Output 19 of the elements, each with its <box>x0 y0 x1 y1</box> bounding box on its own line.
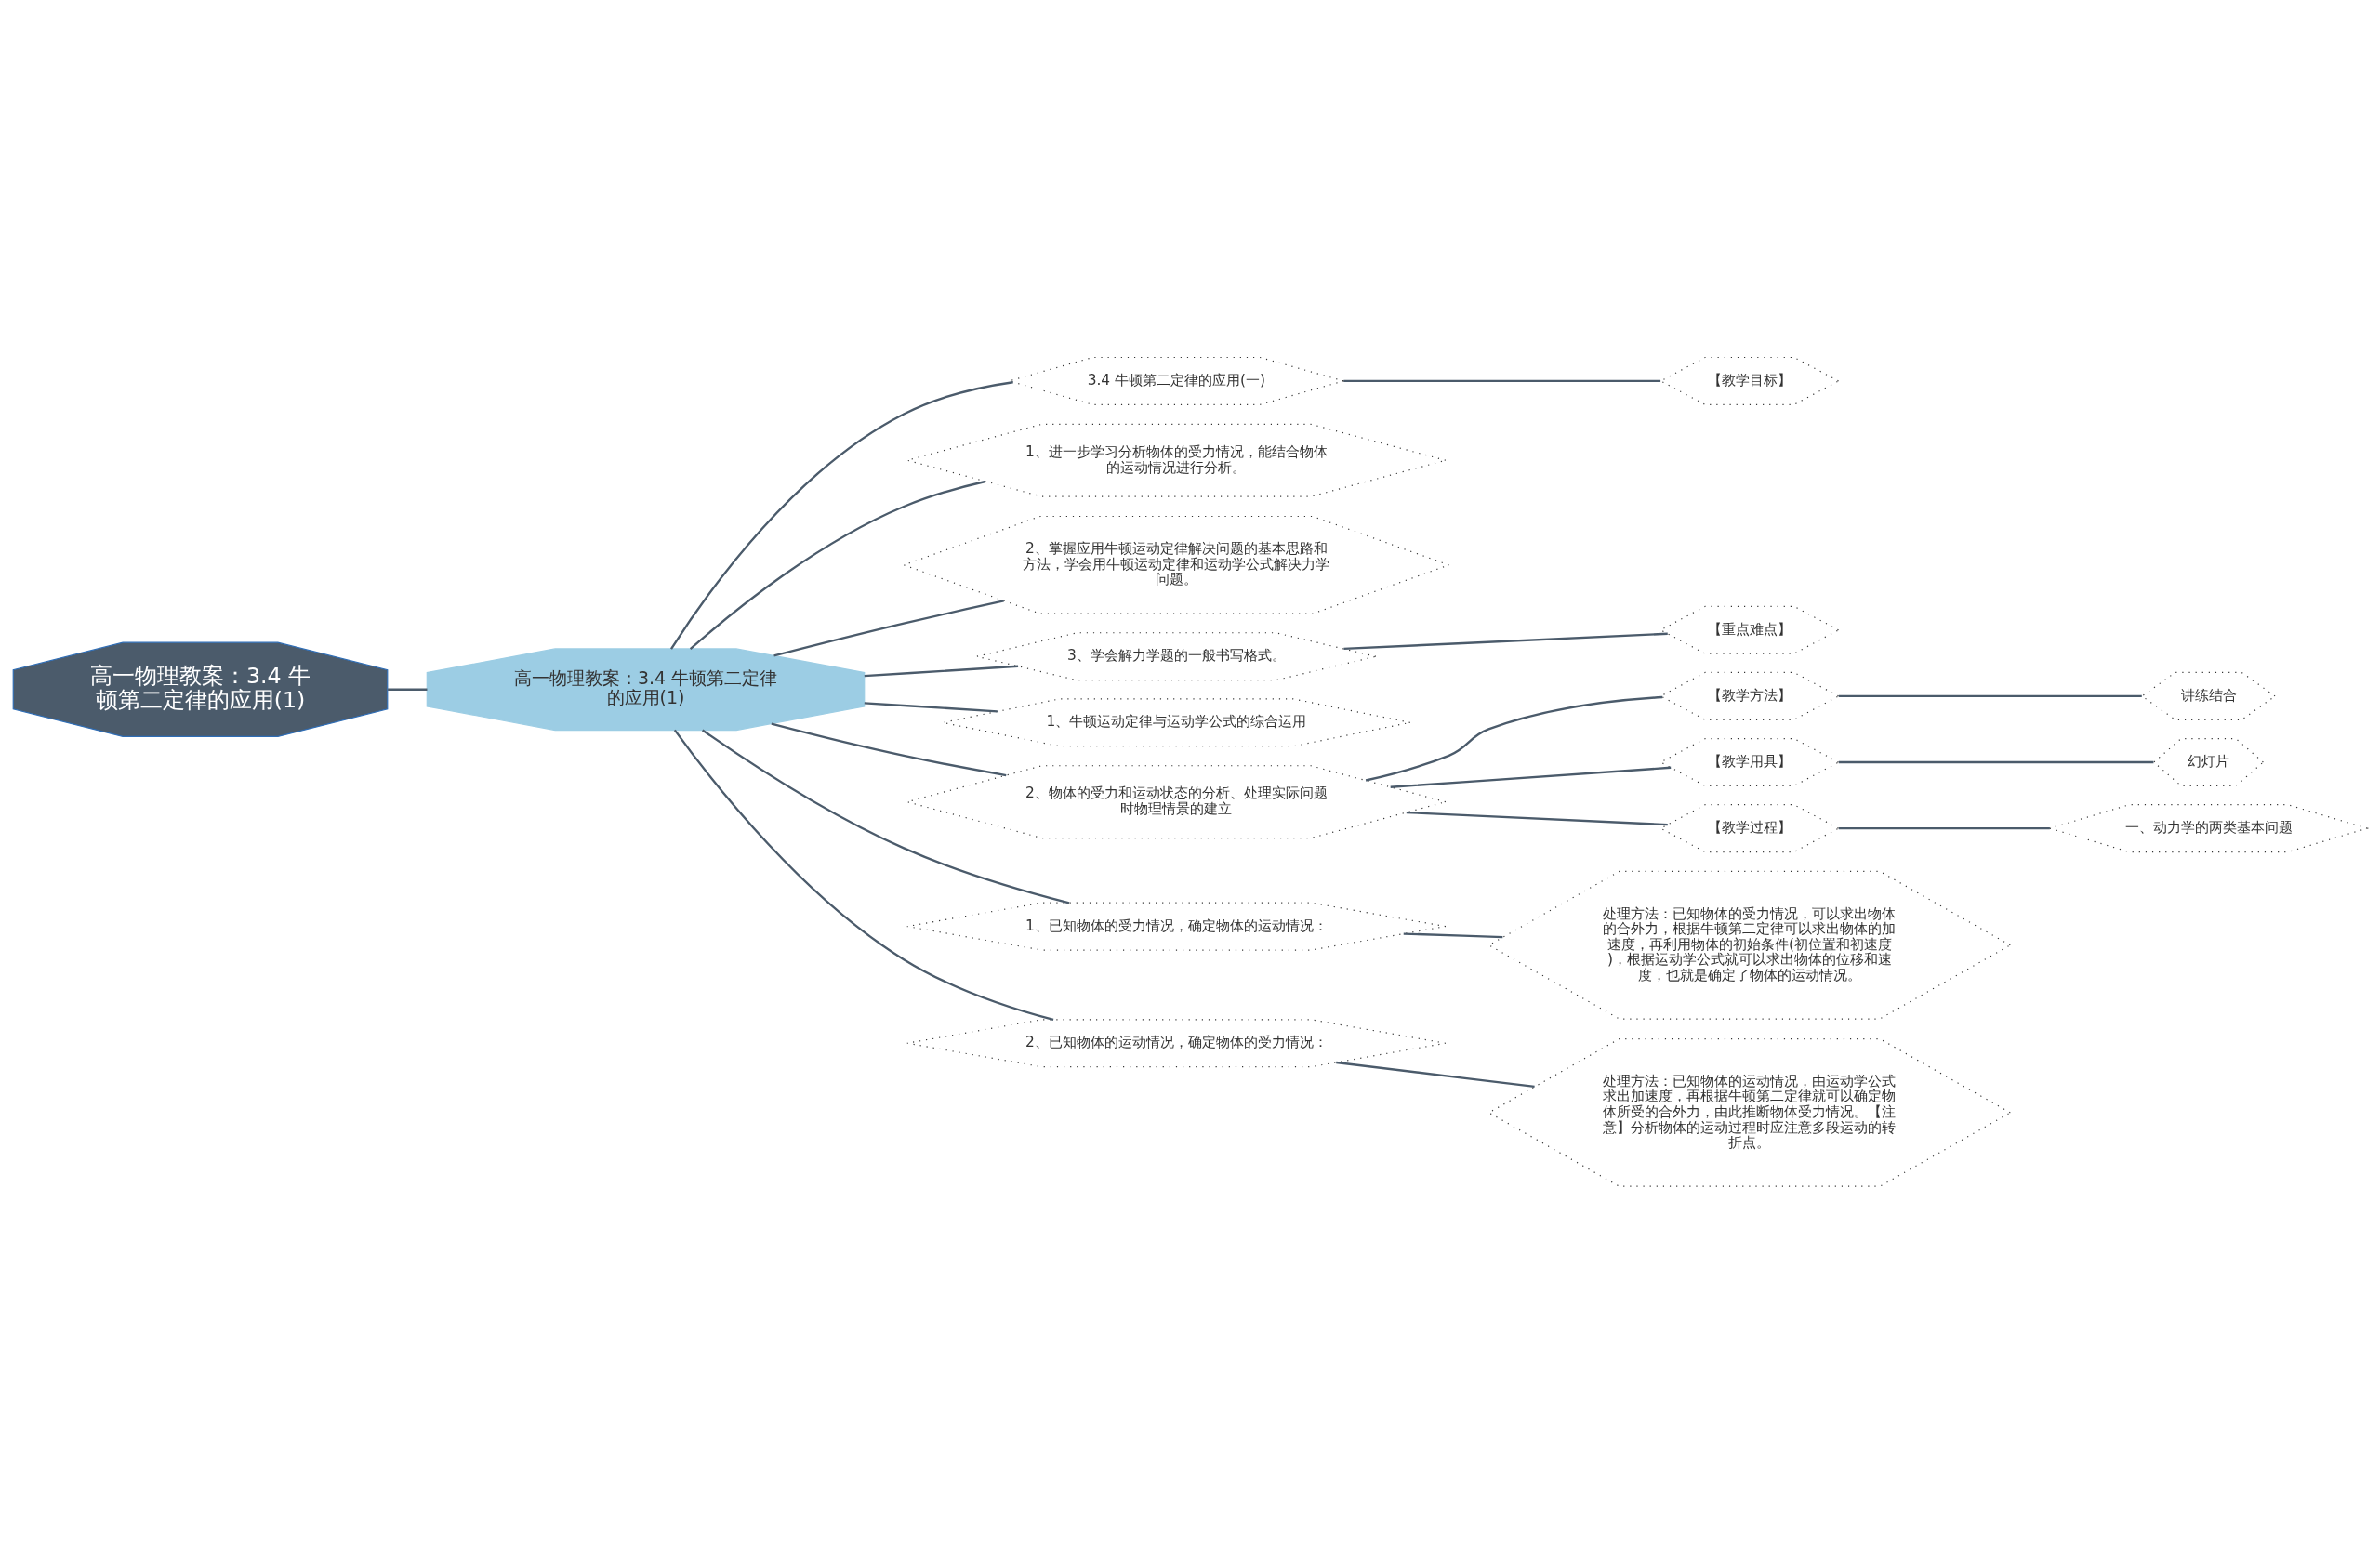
connector <box>1406 811 1668 826</box>
connector <box>1838 760 2154 764</box>
connector <box>1838 826 2050 830</box>
connector <box>670 381 1013 650</box>
connector <box>1838 694 2142 698</box>
connector <box>1390 766 1672 788</box>
connector <box>689 480 986 651</box>
connector <box>1343 379 1661 383</box>
connector <box>673 729 1054 1022</box>
connector <box>771 722 1007 777</box>
connector <box>1403 932 1503 939</box>
connector <box>388 688 428 691</box>
connector <box>1343 632 1668 651</box>
connector <box>701 729 1070 904</box>
connector <box>864 665 1019 678</box>
connector <box>1365 695 1663 782</box>
connector <box>864 702 998 713</box>
connector <box>1336 1061 1535 1089</box>
connector <box>774 600 1004 657</box>
